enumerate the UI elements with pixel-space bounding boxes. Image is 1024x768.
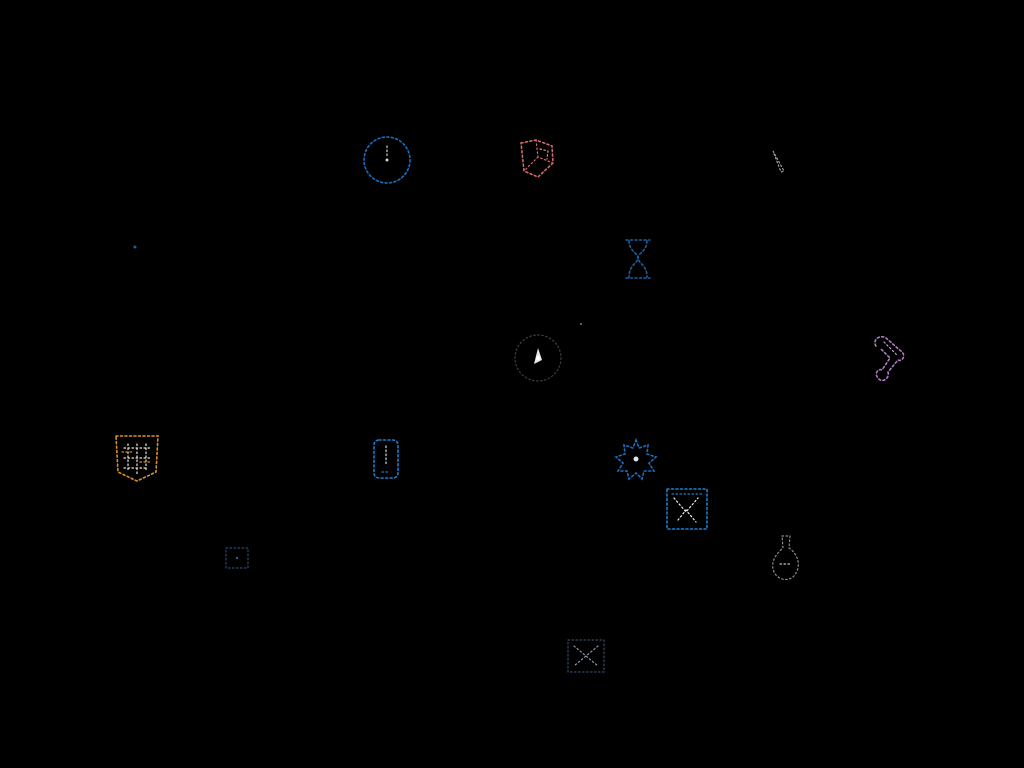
gear-icon[interactable] (612, 436, 660, 482)
compass-icon[interactable] (510, 323, 582, 386)
flask-icon[interactable] (766, 530, 806, 584)
hourglass-icon[interactable] (618, 236, 658, 282)
tiny-dot-icon[interactable] (130, 242, 140, 252)
clock-icon[interactable] (360, 134, 414, 188)
cube-icon[interactable] (516, 137, 560, 181)
phone-icon[interactable] (368, 436, 404, 482)
shield-grid-icon[interactable] (112, 432, 162, 484)
scroll-icon[interactable] (864, 330, 912, 386)
small-box-icon[interactable] (220, 542, 254, 574)
pen-icon[interactable] (768, 148, 790, 176)
photo-frame-icon[interactable] (664, 486, 710, 532)
crossed-box-icon[interactable] (562, 634, 610, 678)
